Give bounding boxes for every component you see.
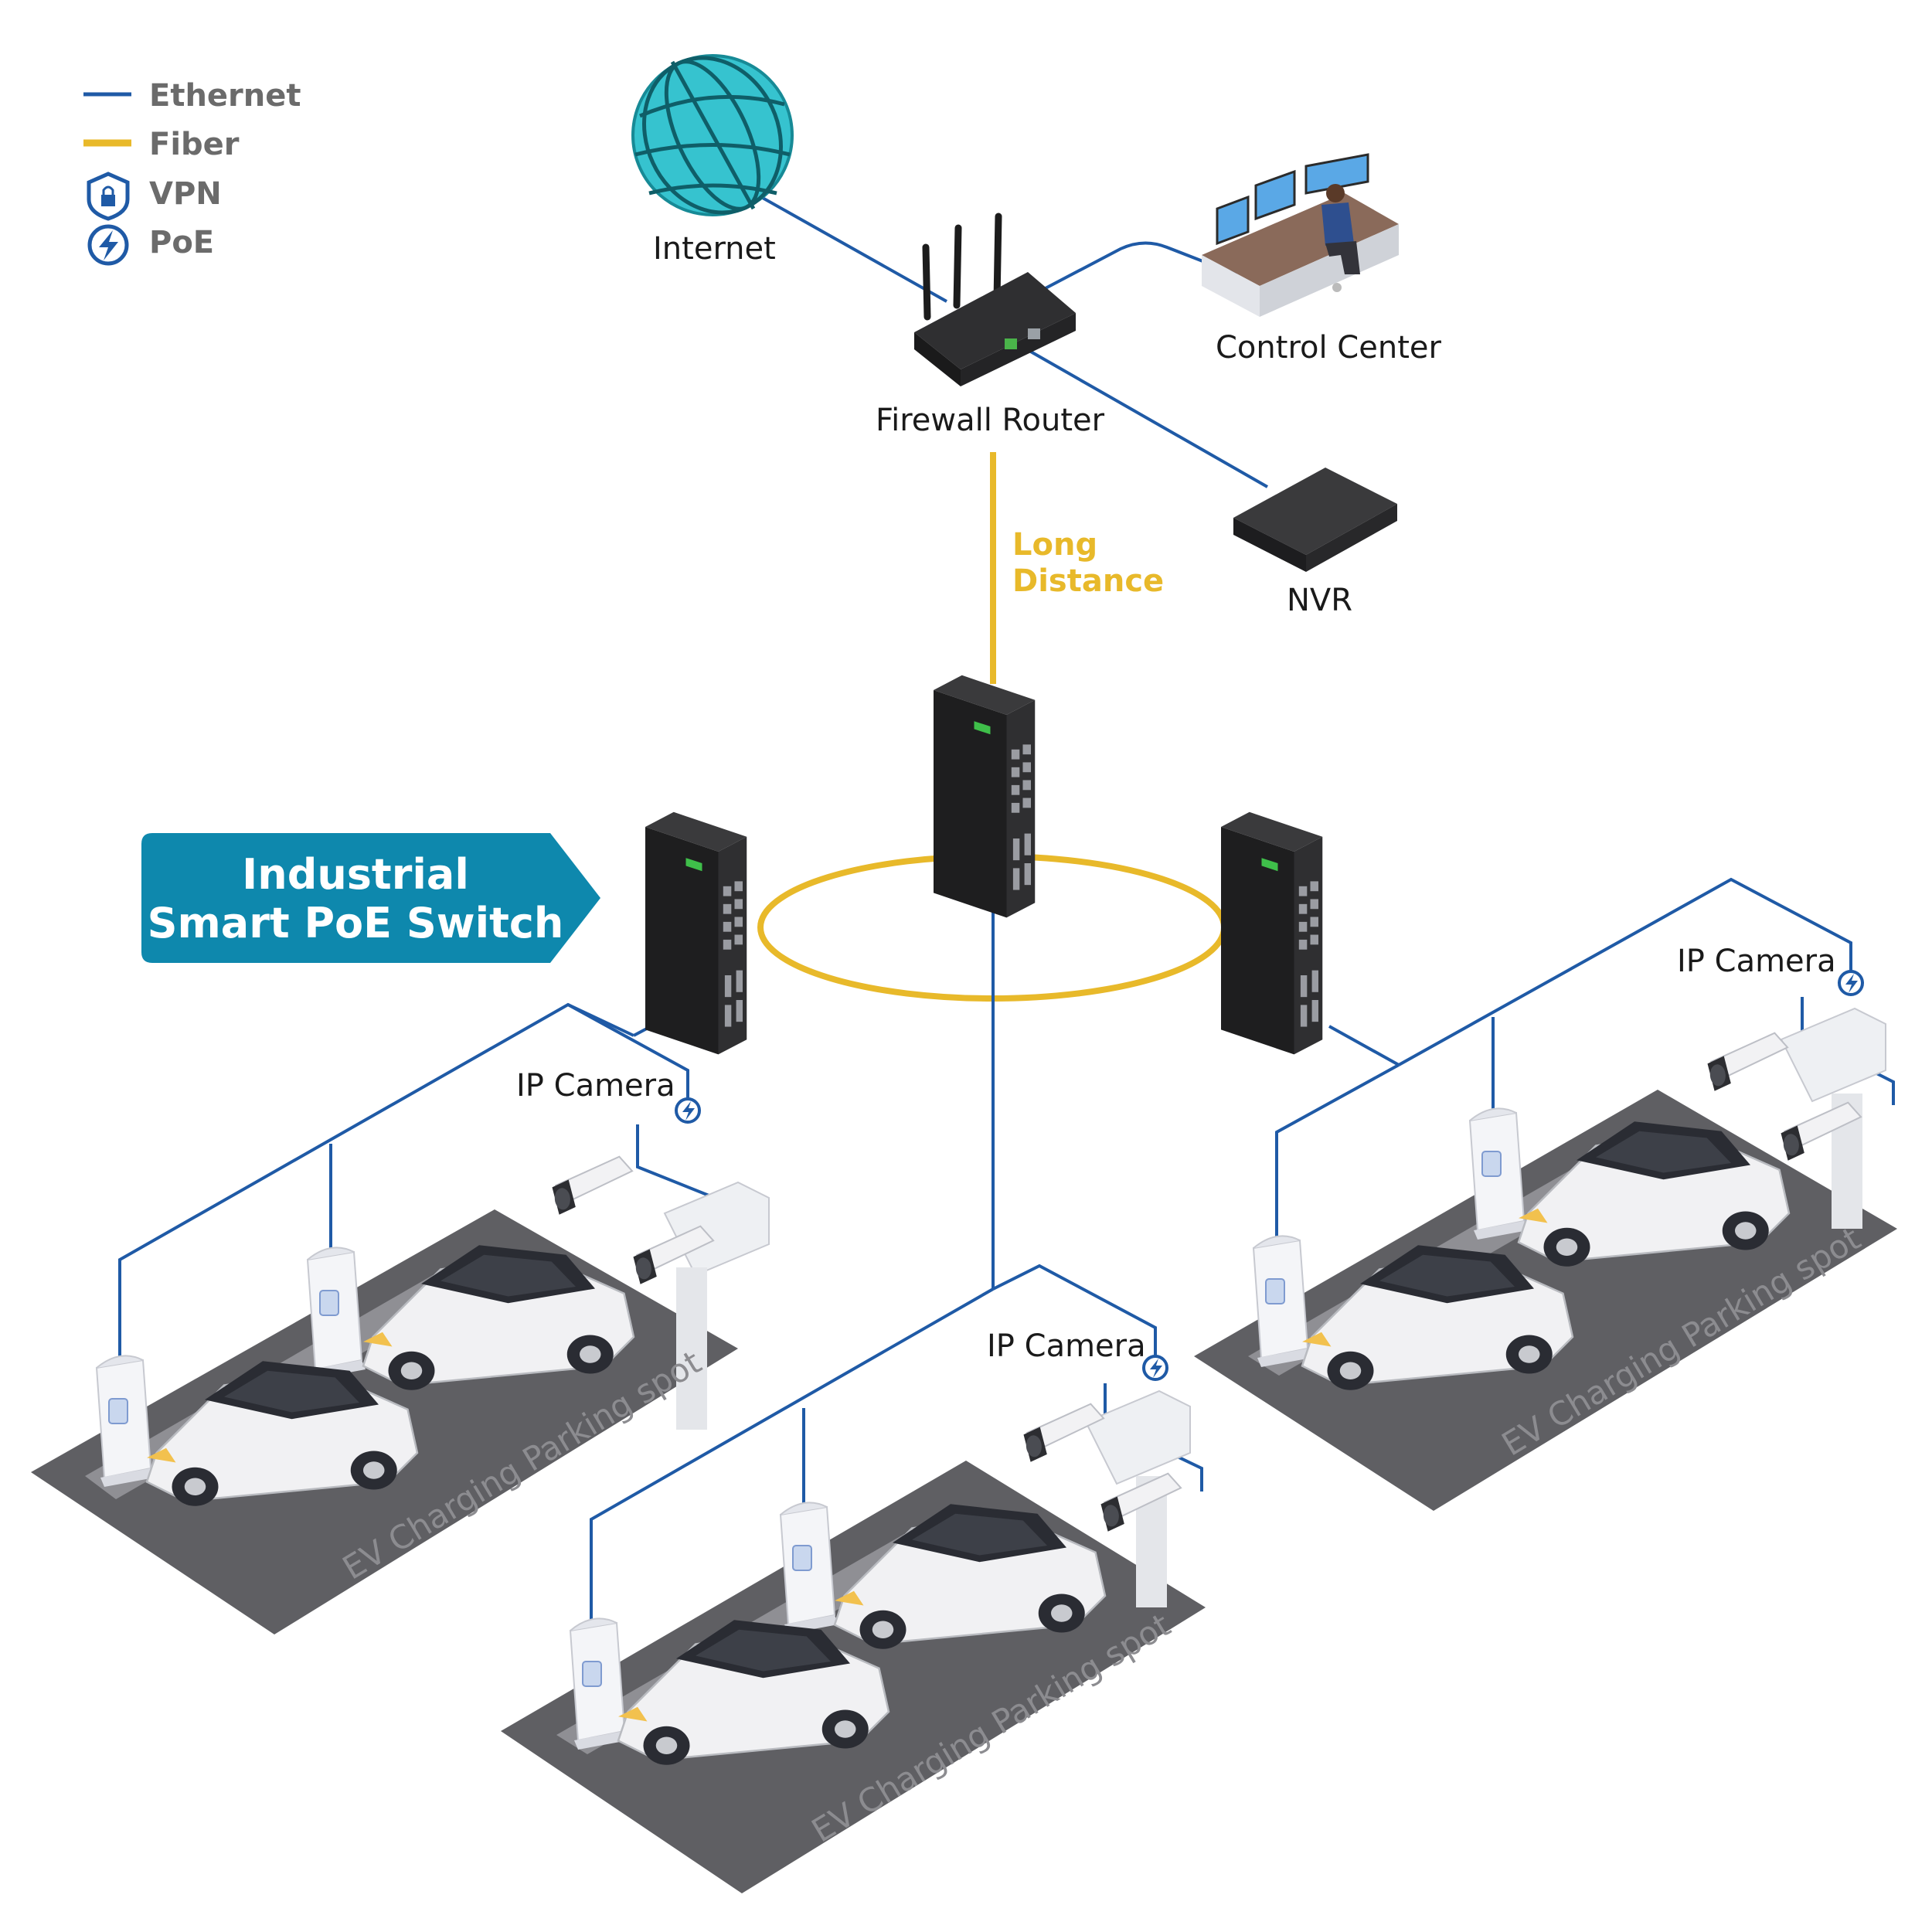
legend: Ethernet Fiber VPN PoE (83, 78, 301, 266)
globe-icon (631, 54, 794, 216)
long-distance-label-line2: Distance (1012, 563, 1164, 599)
nvr-label: NVR (1287, 583, 1352, 618)
router-icon (914, 213, 1076, 386)
parking-lot-left: IP Camera EV Charging Parking spot (31, 1068, 770, 1634)
ethernet-links-top (760, 196, 1268, 488)
poe-lightning-icon (1142, 1355, 1168, 1381)
poe-lightning-icon (87, 224, 129, 266)
switch-callout: Industrial Smart PoE Switch (141, 833, 600, 963)
poe-lightning-icon (675, 1097, 701, 1124)
legend-ethernet-label: Ethernet (149, 78, 301, 114)
control-center-label: Control Center (1216, 330, 1441, 366)
poe-lightning-icon (1838, 970, 1864, 996)
switch-icon (934, 675, 1036, 918)
left-ip-camera-label: IP Camera (516, 1068, 675, 1104)
control-center-icon (1202, 153, 1399, 317)
switch-icon (1221, 811, 1323, 1055)
callout-line1: Industrial (242, 850, 469, 899)
internet-label: Internet (653, 231, 776, 267)
right-ip-camera-label: IP Camera (1677, 944, 1836, 979)
vpn-shield-icon (87, 172, 130, 221)
firewall-router-label: Firewall Router (876, 403, 1105, 438)
legend-fiber-label: Fiber (149, 127, 240, 162)
long-distance-label-line1: Long (1012, 527, 1097, 563)
switch-icon (645, 811, 747, 1055)
legend-vpn-label: VPN (149, 176, 222, 212)
center-ip-camera-label: IP Camera (987, 1328, 1146, 1364)
legend-poe-label: PoE (149, 225, 214, 260)
callout-line2: Smart PoE Switch (148, 899, 564, 947)
nvr-icon (1233, 468, 1397, 572)
parking-lot-center: IP Camera EV Charging Parking spot (501, 1328, 1206, 1893)
